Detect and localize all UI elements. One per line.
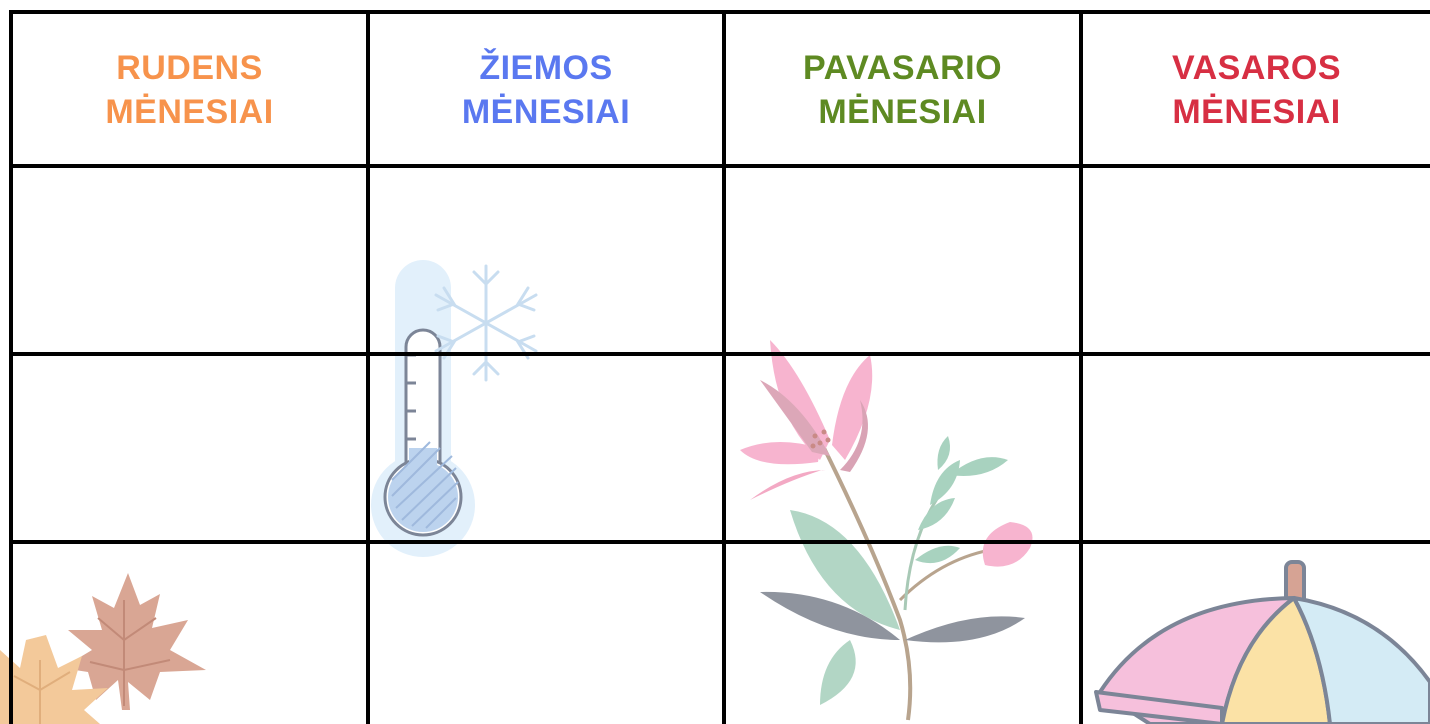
table-cell-summer-3[interactable] [1083,544,1430,724]
table-cell-autumn-2[interactable] [13,356,366,540]
header-line: ŽIEMOS [479,49,613,87]
header-line: MĖNESIAI [818,93,987,131]
header-autumn-months: RUDENS MĖNESIAI [13,16,366,164]
table-cell-autumn-3[interactable] [13,544,366,724]
table-cell-spring-1[interactable] [726,168,1079,352]
table-cell-spring-2[interactable] [726,356,1079,540]
table-border-top [9,10,1430,14]
table-cell-winter-3[interactable] [370,544,722,724]
header-line: PAVASARIO [802,49,1003,87]
table-cell-autumn-1[interactable] [13,168,366,352]
table-cell-winter-1[interactable] [370,168,722,352]
table-column-divider [1079,12,1083,724]
table-row-divider [9,540,1430,544]
header-line: MĖNESIAI [461,93,631,131]
table-border-left [9,12,13,724]
table-cell-winter-2[interactable] [370,356,722,540]
header-line: VASAROS [1171,49,1342,87]
header-summer-months: VASAROS MĖNESIAI [1083,16,1430,164]
header-line: MĖNESIAI [105,93,274,131]
table-row-divider [9,164,1430,168]
table-cell-summer-2[interactable] [1083,356,1430,540]
header-spring-months: PAVASARIO MĖNESIAI [726,16,1079,164]
header-winter-months: ŽIEMOS MĖNESIAI [370,16,722,164]
header-line: RUDENS [116,49,263,87]
table-column-divider [366,12,370,724]
header-line: MĖNESIAI [1172,93,1341,131]
table-column-divider [722,12,726,724]
table-row-divider [9,352,1430,356]
table-cell-spring-3[interactable] [726,544,1079,724]
table-cell-summer-1[interactable] [1083,168,1430,352]
